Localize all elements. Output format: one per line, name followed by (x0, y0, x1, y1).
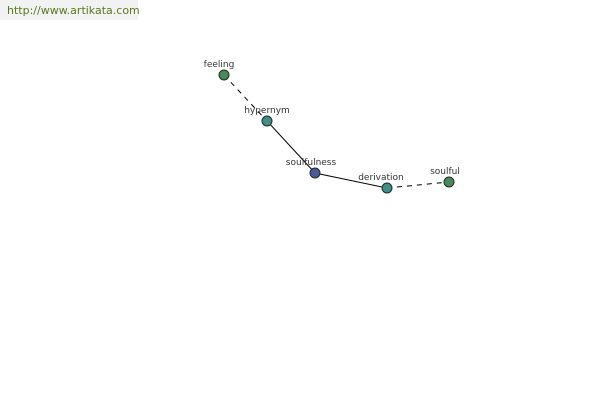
node-circle-hypernym[interactable] (261, 115, 273, 127)
node-label-derivation: derivation (358, 173, 404, 183)
node-circle-soulfulness[interactable] (309, 167, 321, 179)
node-label-soulful: soulful (430, 167, 460, 177)
node-soulfulness[interactable]: soulfulness (286, 158, 337, 179)
edge-derivation-soulful (386, 181, 450, 189)
node-circle-feeling[interactable] (218, 69, 230, 81)
edges-layer (223, 74, 450, 189)
node-label-soulfulness: soulfulness (286, 158, 337, 168)
node-soulful[interactable]: soulful (430, 167, 460, 188)
node-circle-derivation[interactable] (381, 182, 393, 194)
node-derivation[interactable]: derivation (358, 173, 404, 194)
node-label-feeling: feeling (204, 60, 235, 70)
node-circle-soulful[interactable] (443, 176, 455, 188)
source-bar: http://www.artikata.com (0, 0, 140, 20)
nodes-layer: feeling hypernym soulfulness derivation soul… (204, 60, 460, 194)
node-label-hypernym: hypernym (244, 106, 290, 116)
edge-soulfulness-derivation (314, 172, 388, 189)
edge-feeling-hypernym (223, 74, 268, 122)
node-hypernym[interactable]: hypernym (244, 106, 290, 127)
edge-hypernym-soulfulness (266, 120, 316, 174)
node-feeling[interactable]: feeling (204, 60, 235, 81)
source-link[interactable]: http://www.artikata.com (7, 4, 140, 17)
